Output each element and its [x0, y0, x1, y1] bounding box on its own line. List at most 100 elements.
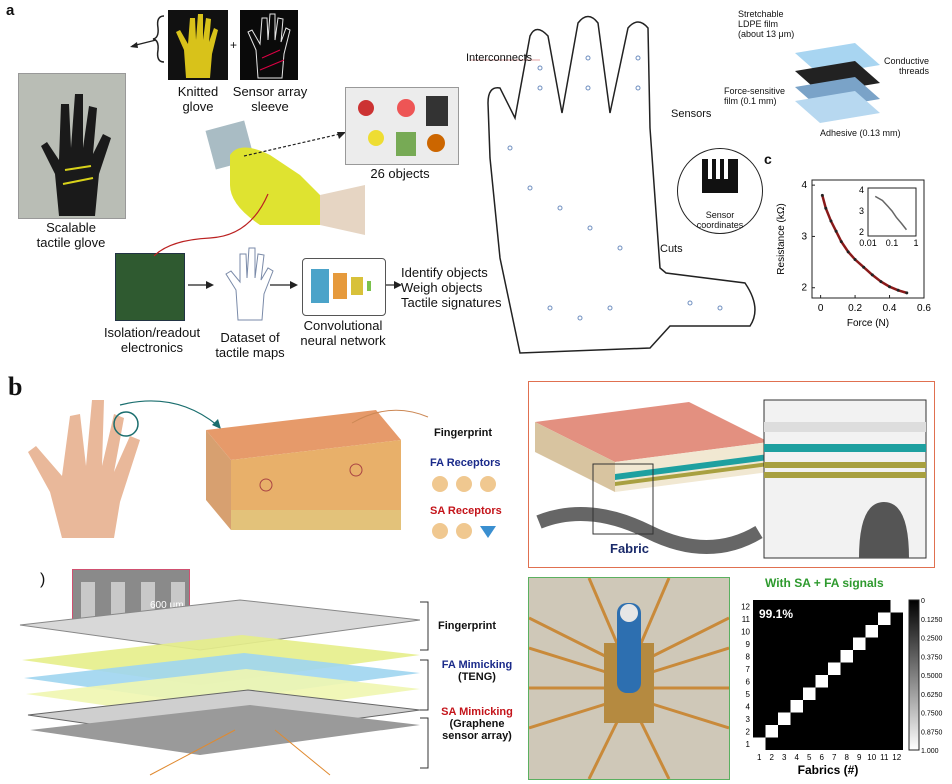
heatmap-x-tick: 11 [880, 753, 889, 762]
heatmap-cell-diagonal [803, 687, 816, 700]
fa-mimicking-label: FA Mimicking (TENG) [438, 659, 516, 683]
inset-x-tick-label: 0.1 [886, 238, 899, 248]
layer-brackets [420, 601, 429, 769]
graphene-label: (Graphene sensor array) [442, 718, 512, 742]
paren-mark: ) [40, 571, 46, 588]
colorbar-tick: 0.5000 [921, 673, 943, 680]
fabric-label: Fabric [610, 541, 650, 556]
data-point [905, 291, 909, 295]
data-point [862, 265, 866, 269]
fa-receptors-label: FA Receptors [430, 457, 501, 469]
heatmap-cell-diagonal [865, 625, 878, 638]
x-tick-label: 0 [818, 303, 824, 314]
inset-y-tick-label: 2 [859, 227, 864, 237]
arrow-1 [188, 281, 214, 289]
sa-receptors-label: SA Receptors [430, 505, 502, 517]
knitted-glove-label: Knitted glove [177, 84, 219, 114]
heatmap-cell-diagonal [765, 725, 778, 738]
colorbar-tick: 1.000 [921, 748, 939, 755]
colorbar-tick: 0.8750 [921, 729, 943, 736]
heatmap-y-tick: 11 [742, 615, 751, 624]
x-tick-label: 0.2 [848, 303, 862, 314]
sa-mimicking-title: SA Mimicking [441, 706, 513, 718]
sensor-sleeve-image [240, 10, 298, 80]
y-tick-label: 4 [801, 180, 807, 191]
colorbar-tick: 0.7500 [921, 711, 943, 718]
objects-photo [345, 87, 459, 165]
layer-stack [795, 43, 880, 123]
heatmap-cell-diagonal [840, 650, 853, 663]
objects-label: 26 objects [370, 166, 430, 181]
heatmap-y-tick: 2 [746, 727, 751, 736]
panel-b-letter: b [8, 372, 23, 401]
heatmap-y-tick: 7 [746, 665, 751, 674]
outputs-list: Identify objects Weigh objects Tactile s… [401, 265, 513, 310]
x-axis-label: Force (N) [847, 318, 889, 329]
heatmap-y-tick: 1 [746, 740, 751, 749]
sa-receptor-icons [430, 520, 500, 542]
interconnects-label: Interconnects [466, 52, 533, 64]
arrow-2 [270, 281, 298, 289]
layer-fingerprint-label: Fingerprint [438, 620, 497, 632]
colorbar-tick: 0.1250 [921, 617, 943, 624]
heatmap-y-tick: 5 [746, 690, 751, 699]
data-point [896, 288, 900, 292]
dataset-label: Dataset of tactile maps [215, 330, 285, 360]
heatmap-cell-diagonal [853, 637, 866, 650]
readout-board [115, 253, 185, 321]
heatmap-x-tick: 4 [795, 753, 800, 762]
y-axis-label: Resistance (kΩ) [776, 203, 787, 274]
colorbar [908, 599, 920, 751]
arrow-3 [386, 281, 402, 289]
heatmap-x-tick: 2 [770, 753, 775, 762]
accuracy-label: 99.1% [759, 607, 793, 621]
scalable-glove-label: Scalable tactile glove [36, 220, 106, 250]
heatmap-cell-diagonal [753, 737, 766, 750]
device-photo [528, 577, 730, 780]
hand-sensor-layout [470, 15, 756, 354]
y-tick-label: 3 [801, 231, 807, 242]
fa-mimicking-title: FA Mimicking [441, 659, 513, 671]
heatmap-x-label: Fabrics (#) [798, 763, 859, 777]
dotted-arrow [243, 132, 346, 157]
panel-a-letter: a [6, 2, 15, 19]
heatmap-x-tick: 12 [892, 753, 901, 762]
heatmap-x-tick: 5 [807, 753, 812, 762]
inset-y-tick-label: 4 [859, 185, 864, 195]
heatmap-cell-diagonal [790, 700, 803, 713]
inset-line [874, 195, 908, 231]
fabric-panel [528, 381, 935, 568]
cuts-label: Cuts [660, 243, 683, 255]
data-point [834, 229, 838, 233]
colorbar-tick: 0.2500 [921, 636, 943, 643]
data-point [824, 206, 828, 210]
sensor-sleeve-label: Sensor array sleeve [232, 84, 308, 114]
arrow-left [130, 39, 157, 48]
heatmap-cell-diagonal [878, 612, 891, 625]
heatmap-x-tick: 10 [867, 753, 876, 762]
isolation-label: Isolation/readout electronics [103, 325, 201, 355]
sa-mimicking-label: SA Mimicking (Graphene sensor array) [436, 706, 518, 742]
heatmap-y-tick: 9 [746, 640, 751, 649]
scale-label: 600 μm [150, 600, 184, 611]
heatmap-x-tick: 3 [782, 753, 787, 762]
sensor-coordinates-label: Sensor coordinates [696, 210, 744, 230]
inset-x-tick-label: 1 [913, 238, 918, 248]
output-signatures: Tactile signatures [401, 295, 502, 310]
fa-receptor-icons [430, 473, 500, 495]
knitted-glove-image [168, 10, 228, 80]
sensor-coordinates-circle: Sensor coordinates [677, 148, 763, 234]
cnn-box [302, 258, 386, 316]
output-identify: Identify objects [401, 265, 488, 280]
force-film-label: Force-sensitive film (0.1 mm) [724, 86, 786, 106]
colorbar-tick: 0 [921, 598, 925, 605]
heatmap-cell-diagonal [828, 662, 841, 675]
inset-y-tick-label: 3 [859, 206, 864, 216]
adhesive-label: Adhesive (0.13 mm) [820, 128, 901, 138]
heatmap-cell-diagonal [815, 675, 828, 688]
tactile-map-glove [218, 242, 278, 322]
colorbar-tick: 0.3750 [921, 654, 943, 661]
heatmap-y-tick: 10 [741, 627, 750, 636]
conductive-threads-label: Conductive threads [884, 56, 930, 76]
